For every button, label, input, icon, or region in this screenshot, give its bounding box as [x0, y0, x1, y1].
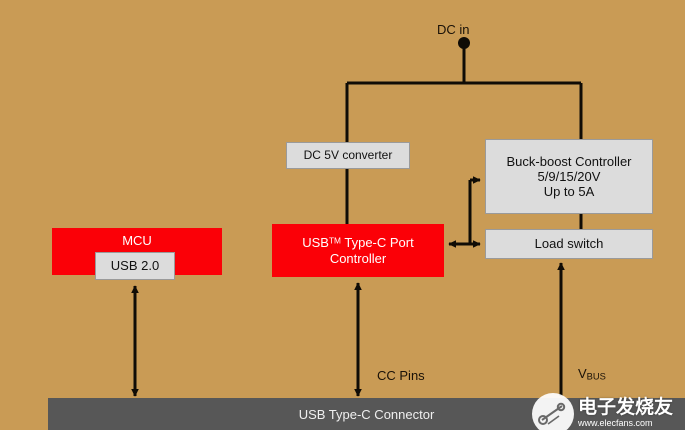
buck-boost-line-3: Up to 5A	[543, 184, 595, 200]
load-switch-label: Load switch	[534, 236, 604, 252]
load-switch-block[interactable]: Load switch	[485, 229, 653, 259]
buck-boost-line-2: 5/9/15/20V	[537, 168, 601, 184]
cc-pins-label: CC Pins	[377, 368, 425, 383]
usb-type-c-connector-bar[interactable]: USB Type-C Connector	[48, 398, 685, 430]
usb-2-0-label: USB 2.0	[110, 258, 160, 274]
mcu-label: MCU	[122, 233, 152, 248]
usb-type-c-port-controller-block[interactable]: USBTM Type-C Port Controller	[272, 224, 444, 277]
vbus-main-text: V	[578, 366, 587, 381]
usbc-port-controller-line-1: USBTM Type-C Port	[302, 235, 413, 250]
dc-5v-converter-block[interactable]: DC 5V converter	[286, 142, 410, 169]
vbus-subscript: BUS	[586, 371, 606, 382]
trademark-superscript: TM	[328, 235, 341, 246]
buck-boost-controller-block[interactable]: Buck-boost Controller 5/9/15/20V Up to 5…	[485, 139, 653, 214]
dc-5v-converter-label: DC 5V converter	[303, 148, 393, 163]
type-c-port-text: Type-C Port	[341, 235, 414, 251]
vbus-label: VBUS	[578, 366, 606, 382]
usb-type-c-connector-label: USB Type-C Connector	[298, 406, 435, 422]
buck-boost-line-1: Buck-boost Controller	[506, 153, 632, 169]
bottom-white-strip	[0, 430, 685, 437]
usbc-port-controller-line-2: Controller	[329, 250, 387, 266]
dc-in-label: DC in	[437, 22, 470, 37]
usb-2-0-block[interactable]: USB 2.0	[95, 252, 175, 280]
dc-in-terminal-dot	[458, 37, 470, 49]
usb-text: USB	[302, 235, 329, 251]
